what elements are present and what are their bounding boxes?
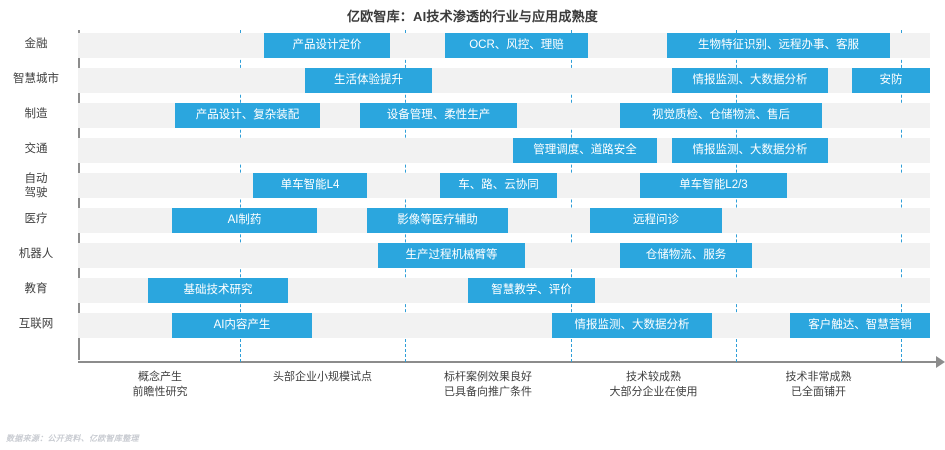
application-bar[interactable]: 仓储物流、服务 (620, 243, 752, 268)
chart-row: 产品设计定价 OCR、风控、理赔 生物特征识别、远程办事、客服 (78, 33, 930, 58)
application-bar[interactable]: 客户触达、智慧营销 (790, 313, 930, 338)
y-axis-label-智慧城市: 智慧城市 (0, 73, 72, 86)
application-bar[interactable]: 车、路、云协同 (440, 173, 557, 198)
application-bar[interactable]: 视觉质检、仓储物流、售后 (620, 103, 822, 128)
application-bar[interactable]: 基础技术研究 (148, 278, 288, 303)
application-bar[interactable]: 远程问诊 (590, 208, 722, 233)
application-bar[interactable]: 生物特征识别、远程办事、客服 (667, 33, 890, 58)
application-bar[interactable]: 生活体验提升 (305, 68, 432, 93)
x-axis-stage-caption-4: 技术非常成熟已全面铺开 (729, 370, 909, 400)
x-axis-stage-caption-line: 已具备向推广条件 (444, 386, 532, 398)
y-axis-label-line: 制造 (24, 108, 48, 120)
y-axis-label-教育: 教育 (0, 283, 72, 296)
application-bar[interactable]: 产品设计定价 (264, 33, 390, 58)
application-bar[interactable]: 情报监测、大数据分析 (672, 138, 828, 163)
chart-row: AI制药 影像等医疗辅助 远程问诊 (78, 208, 930, 233)
x-axis-stage-caption-line: 概念产生 (138, 371, 182, 383)
y-axis-label-line: 机器人 (18, 248, 54, 260)
page-title: 亿欧智库：AI技术渗透的行业与应用成熟度 (346, 9, 598, 24)
application-bar[interactable]: AI内容产生 (172, 313, 312, 338)
chart-row: 生产过程机械臂等 仓储物流、服务 (78, 243, 930, 268)
y-axis-label-交通: 交通 (0, 143, 72, 156)
chart-row: 生活体验提升 情报监测、大数据分析安防 (78, 68, 930, 93)
y-axis-label-line: 金融 (24, 38, 48, 50)
y-axis-label-医疗: 医疗 (0, 213, 72, 226)
x-axis-stage-caption-1: 头部企业小规模试点 (233, 370, 413, 385)
x-axis-stage-caption-2: 标杆案例效果良好已具备向推广条件 (398, 370, 578, 400)
x-axis-stage-caption-line: 已全面铺开 (791, 386, 846, 398)
x-axis-stage-caption-line: 前瞻性研究 (132, 386, 188, 398)
application-bar[interactable]: 单车智能L2/3 (640, 173, 787, 198)
x-axis-stage-caption-3: 技术较成熟大部分企业在使用 (564, 370, 744, 400)
y-axis-label-line: 交通 (24, 143, 48, 155)
x-axis-stage-caption-line: 技术非常成熟 (785, 371, 852, 383)
y-axis-label-line: 教育 (24, 283, 48, 295)
source-note: 数据来源：公开资料、亿欧智库整理 (6, 434, 139, 443)
y-axis-label-line: 智慧城市 (13, 73, 59, 85)
x-axis-stage-caption-line: 标杆案例效果良好 (444, 371, 532, 383)
x-axis-stage-caption-line: 技术较成熟 (626, 371, 681, 383)
chart-row: AI内容产生 情报监测、大数据分析 客户触达、智慧营销 (78, 313, 930, 338)
chart-row: 管理调度、道路安全情报监测、大数据分析 (78, 138, 930, 163)
y-axis-label-line: 医疗 (24, 213, 48, 225)
application-bar[interactable]: 情报监测、大数据分析 (672, 68, 828, 93)
x-axis-line (78, 361, 940, 363)
x-axis-arrow-icon (936, 356, 945, 368)
application-bar[interactable]: AI制药 (172, 208, 317, 233)
y-axis-label-line: 互联网 (18, 318, 54, 330)
x-axis-stage-caption-line: 头部企业小规模试点 (273, 371, 372, 383)
x-axis-stage-caption-0: 概念产生前瞻性研究 (70, 370, 250, 400)
application-bar[interactable]: 影像等医疗辅助 (367, 208, 508, 233)
y-axis-label-机器人: 机器人 (0, 248, 72, 261)
y-axis-label-自动驾驶: 自动驾驶 (0, 172, 72, 200)
chart-row: 单车智能L4 车、路、云协同 单车智能L2/3 (78, 173, 930, 198)
application-bar[interactable]: 管理调度、道路安全 (513, 138, 657, 163)
application-bar[interactable]: 设备管理、柔性生产 (360, 103, 517, 128)
application-bar[interactable]: 产品设计、复杂装配 (175, 103, 320, 128)
y-axis-label-line: 自动 (24, 173, 48, 185)
application-bar[interactable]: 单车智能L4 (253, 173, 367, 198)
application-bar[interactable]: 安防 (852, 68, 930, 93)
y-axis-label-金融: 金融 (0, 38, 72, 51)
x-axis-stage-caption-line: 大部分企业在使用 (609, 386, 698, 398)
application-bar[interactable]: 生产过程机械臂等 (378, 243, 525, 268)
chart-row: 产品设计、复杂装配 设备管理、柔性生产 视觉质检、仓储物流、售后 (78, 103, 930, 128)
y-axis-label-互联网: 互联网 (0, 318, 72, 331)
application-bar[interactable]: OCR、风控、理赔 (445, 33, 588, 58)
y-axis-label-制造: 制造 (0, 108, 72, 121)
chart-row: 基础技术研究 智慧教学、评价 (78, 278, 930, 303)
application-bar[interactable]: 智慧教学、评价 (468, 278, 595, 303)
application-bar[interactable]: 情报监测、大数据分析 (552, 313, 712, 338)
y-axis-label-line: 驾驶 (24, 187, 48, 199)
